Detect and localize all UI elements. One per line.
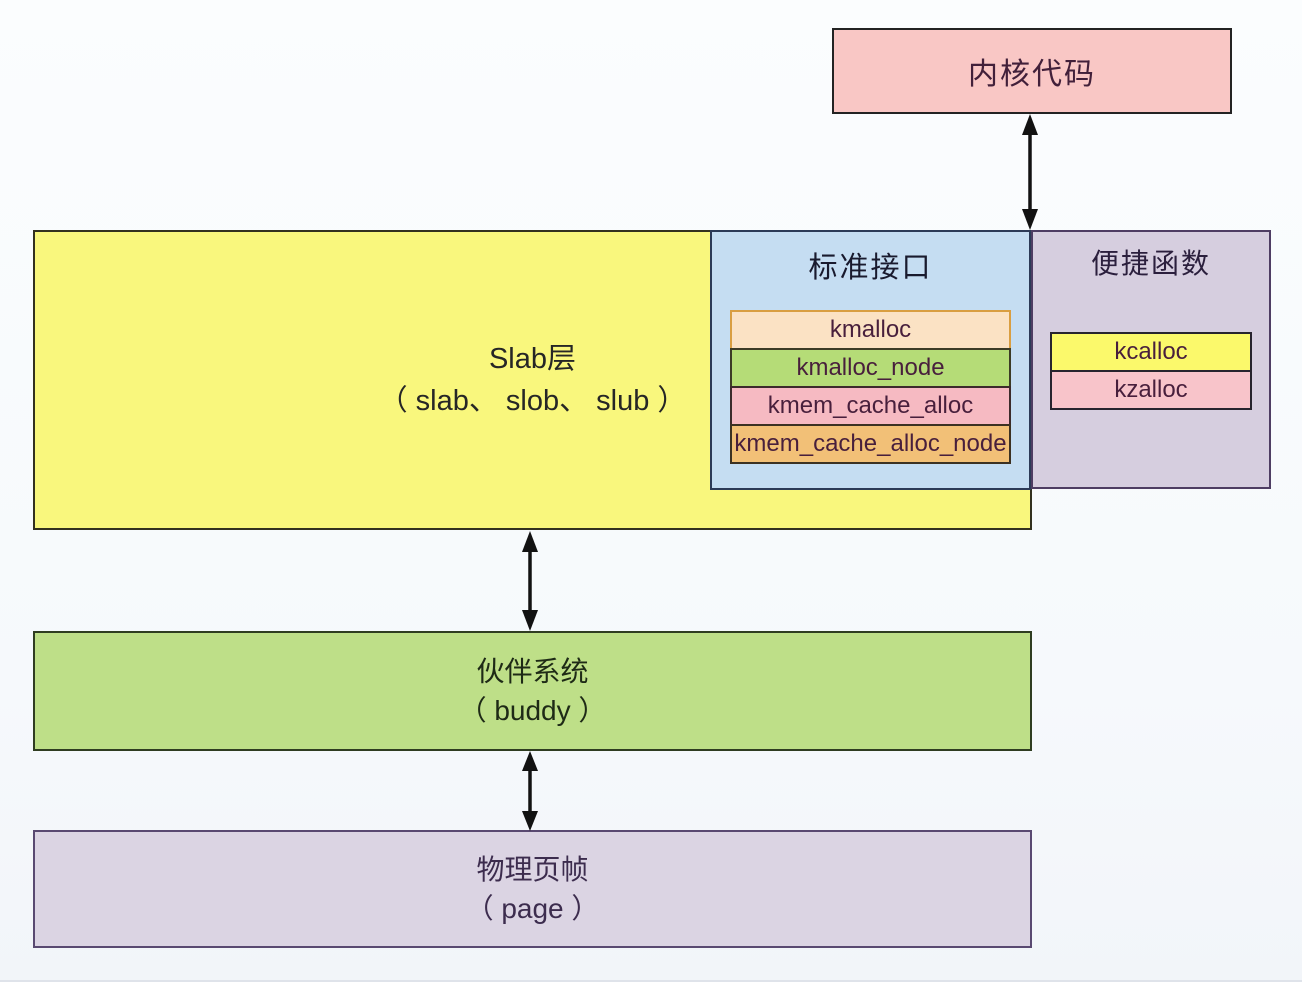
kmem-cache-alloc-node-box: kmem_cache_alloc_node bbox=[730, 424, 1011, 464]
kcalloc-box: kcalloc bbox=[1050, 332, 1252, 372]
convenience-function-list: kcalloc kzalloc bbox=[1050, 332, 1252, 410]
standard-interface-box: 标准接口 kmalloc kmalloc_node kmem_cache_all… bbox=[710, 230, 1031, 490]
physical-page-subtitle: （ page ） bbox=[465, 893, 600, 924]
arrow-slab-to-buddy-icon bbox=[522, 531, 538, 631]
physical-page-title: 物理页帧 bbox=[476, 853, 589, 885]
kernel-code-box: 内核代码 bbox=[832, 28, 1232, 114]
standard-interface-function-list: kmalloc kmalloc_node kmem_cache_alloc km… bbox=[730, 310, 1011, 464]
kmalloc-box: kmalloc bbox=[730, 310, 1011, 350]
buddy-system-title: 伙伴系统 bbox=[476, 655, 589, 687]
physical-page-box: 物理页帧 （ page ） bbox=[33, 830, 1032, 948]
kernel-code-label: 内核代码 bbox=[968, 58, 1096, 91]
convenience-functions-box: 便捷函数 kcalloc kzalloc bbox=[1031, 230, 1271, 489]
arrow-kernel-to-interfaces-icon bbox=[1022, 114, 1038, 230]
slab-layer-subtitle: （ slab、 slob、 slub ） bbox=[378, 385, 687, 417]
slab-layer-title: Slab层 bbox=[488, 342, 577, 375]
buddy-system-subtitle: （ buddy ） bbox=[458, 695, 607, 726]
kzalloc-box: kzalloc bbox=[1050, 370, 1252, 410]
kmalloc-node-box: kmalloc_node bbox=[730, 348, 1011, 388]
buddy-system-label: 伙伴系统 （ buddy ） bbox=[459, 652, 607, 730]
physical-page-label: 物理页帧 （ page ） bbox=[466, 850, 600, 928]
buddy-system-box: 伙伴系统 （ buddy ） bbox=[33, 631, 1032, 751]
arrow-buddy-to-page-icon bbox=[522, 751, 538, 831]
slab-layer-label: Slab层 （ slab、 slob、 slub ） bbox=[379, 338, 687, 422]
kmem-cache-alloc-box: kmem_cache_alloc bbox=[730, 386, 1011, 426]
standard-interface-title: 标准接口 bbox=[808, 252, 933, 284]
convenience-functions-title: 便捷函数 bbox=[1090, 248, 1211, 279]
